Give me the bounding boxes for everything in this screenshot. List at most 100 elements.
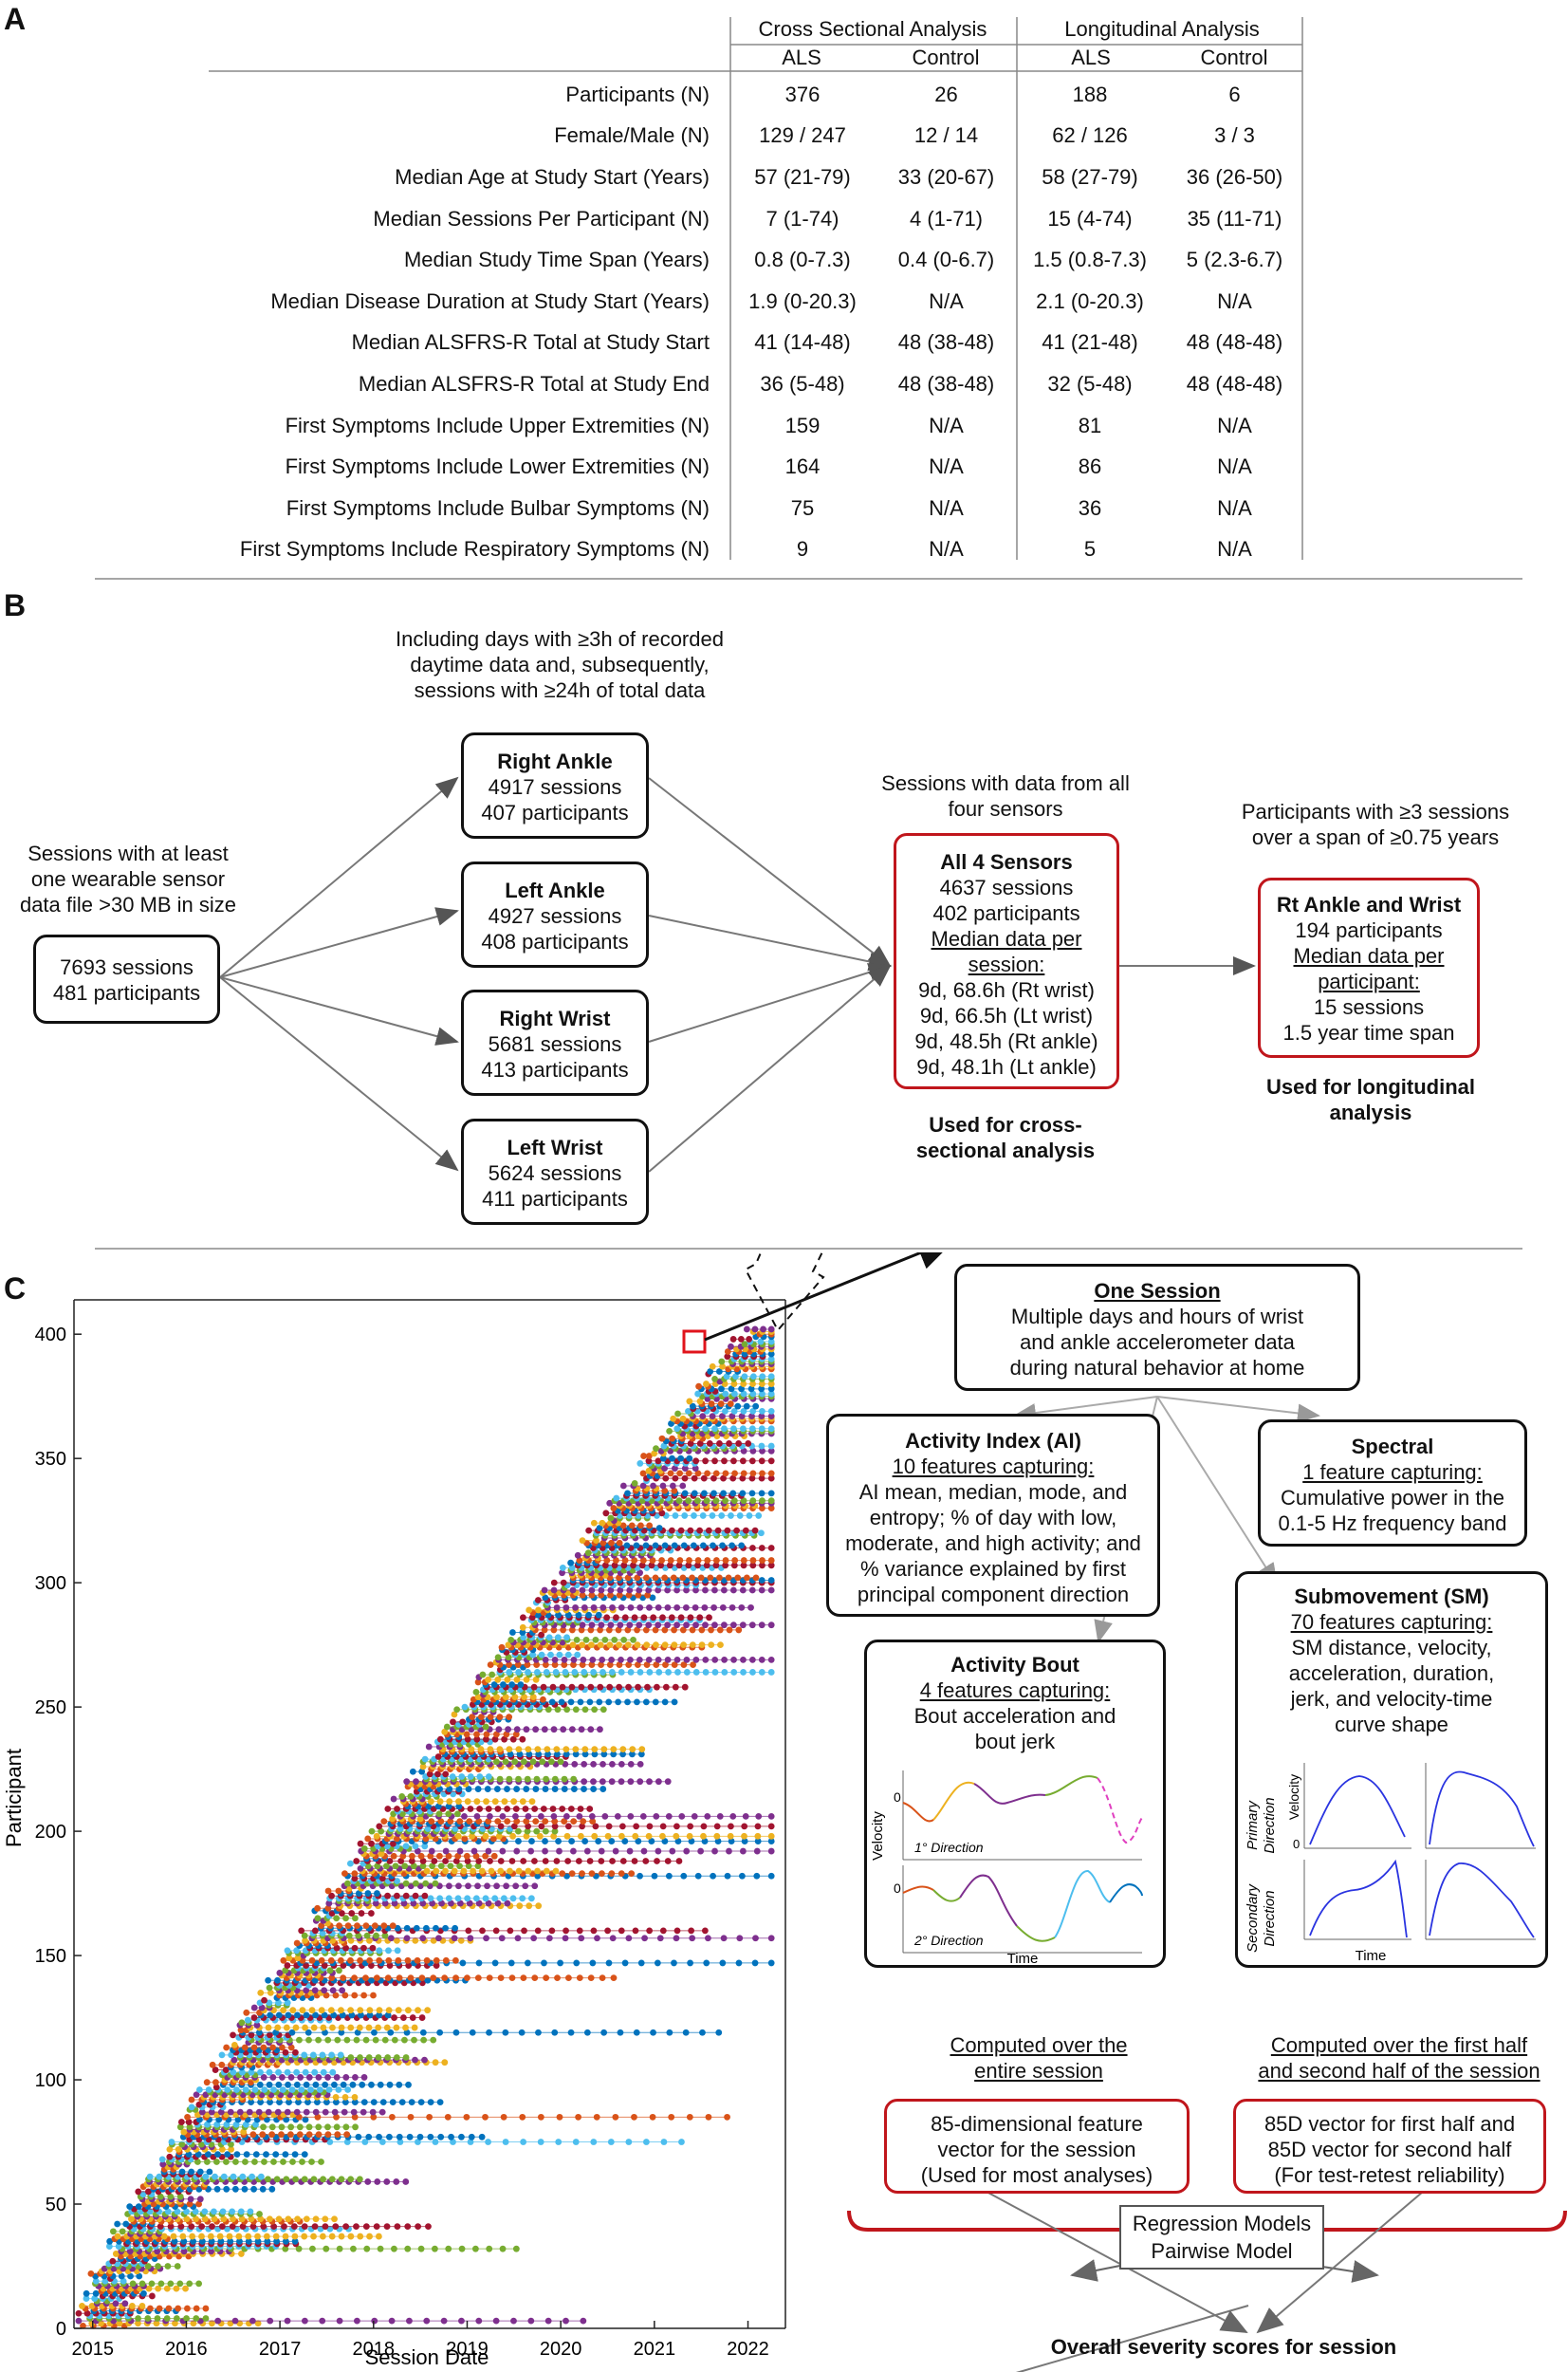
- session-point: [411, 2036, 417, 2044]
- sm-row2: Direction: [1262, 1890, 1278, 1946]
- session-point: [217, 2237, 225, 2245]
- session-point: [376, 2133, 382, 2140]
- session-point: [186, 2200, 194, 2208]
- session-point: [701, 1927, 709, 1935]
- session-point: [265, 1976, 272, 1984]
- models-box: Regression Models Pairwise Model: [1119, 2205, 1324, 2270]
- session-point: [341, 2099, 349, 2106]
- session-point: [389, 1922, 397, 1930]
- session-point: [347, 2007, 354, 2014]
- session-point: [312, 2081, 320, 2088]
- session-point: [231, 2041, 238, 2048]
- long-use-caption: Used for longitudinal analysis: [1233, 1074, 1508, 1125]
- session-point: [329, 2024, 336, 2031]
- submovement-plots: Primary Direction Secondary Direction Ve…: [1245, 1763, 1536, 1964]
- session-point: [318, 1922, 325, 1930]
- session-point: [291, 2233, 299, 2240]
- session-point: [463, 2113, 470, 2121]
- row-label: First Symptoms Include Respiratory Sympt…: [239, 537, 710, 562]
- session-point: [650, 2029, 656, 2036]
- session-point: [610, 1974, 618, 1982]
- session-point: [369, 1944, 377, 1952]
- session-point: [188, 2168, 195, 2176]
- session-point: [578, 1935, 585, 1942]
- session-point: [751, 1959, 759, 1967]
- session-point: [151, 2255, 158, 2263]
- session-point: [688, 1927, 695, 1935]
- session-point: [519, 2113, 526, 2121]
- session-point: [355, 1932, 362, 1939]
- session-point: [257, 2215, 265, 2223]
- session-point: [112, 2300, 120, 2307]
- session-point: [83, 2309, 91, 2317]
- session-point: [205, 2136, 212, 2143]
- session-point: [195, 2086, 203, 2093]
- session-point: [338, 2176, 345, 2183]
- session-point: [319, 2233, 326, 2240]
- session-point: [736, 1935, 744, 1942]
- session-point: [265, 2176, 271, 2183]
- session-point: [264, 2116, 270, 2123]
- session-point: [452, 1924, 459, 1932]
- session-point: [311, 1976, 319, 1984]
- session-point: [572, 2139, 580, 2145]
- session-point: [263, 2233, 270, 2240]
- session-point: [429, 1899, 436, 1907]
- session-point: [272, 2029, 280, 2036]
- session-point: [144, 2315, 152, 2322]
- cell-value: 6: [1228, 82, 1241, 106]
- session-point: [341, 2108, 348, 2116]
- session-point: [299, 2159, 305, 2165]
- session-point: [507, 1927, 514, 1935]
- session-point: [358, 1910, 365, 1917]
- session-point: [329, 1987, 337, 1994]
- cell-value: 86: [1078, 454, 1102, 479]
- session-point: [418, 1974, 426, 1982]
- session-point: [609, 1935, 617, 1942]
- session-point: [303, 2081, 310, 2088]
- session-point: [274, 2108, 282, 2116]
- session-point: [115, 2243, 122, 2250]
- cell-value: 35 (11-71): [1187, 206, 1282, 231]
- session-point: [261, 2086, 268, 2093]
- session-point: [325, 1899, 333, 1907]
- session-point: [302, 2024, 308, 2031]
- session-point: [331, 2108, 339, 2116]
- session-point: [322, 2223, 329, 2230]
- session-point: [471, 2245, 479, 2252]
- session-point: [352, 2074, 359, 2081]
- session-point: [341, 2093, 349, 2101]
- table-row: Median Disease Duration at Study Start (…: [95, 281, 1307, 323]
- session-point: [301, 2317, 308, 2325]
- session-point: [284, 1999, 291, 2007]
- row-label: Median Sessions Per Participant (N): [373, 206, 710, 231]
- session-point: [92, 2289, 100, 2297]
- session-point: [424, 2007, 432, 2014]
- session-point: [431, 2245, 438, 2252]
- session-point: [324, 2074, 331, 2081]
- session-point: [201, 2215, 209, 2223]
- final-caption: Overall severity scores for session: [1050, 2335, 1397, 2359]
- start-sessions: 7693 sessions: [60, 955, 194, 979]
- session-point: [587, 1974, 595, 1982]
- session-point: [331, 2215, 338, 2223]
- session-point: [368, 1976, 375, 1984]
- session-point: [230, 2215, 236, 2223]
- session-point: [301, 2151, 308, 2159]
- all4-box: All 4 Sensors 4637 sessions 402 particip…: [894, 833, 1119, 1089]
- session-point: [314, 2113, 322, 2121]
- session-point: [295, 2245, 303, 2252]
- session-point: [186, 2123, 194, 2131]
- session-point: [286, 2099, 292, 2106]
- session-point: [224, 2225, 231, 2233]
- session-point: [337, 1956, 344, 1964]
- session-point: [364, 2178, 372, 2185]
- cell-value: 129 / 247: [759, 123, 846, 148]
- session-point: [348, 2011, 356, 2019]
- session-point: [178, 2168, 186, 2176]
- session-point: [415, 2223, 422, 2230]
- table-row: First Symptoms Include Upper Extremities…: [95, 405, 1307, 447]
- session-point: [232, 2121, 240, 2128]
- session-point: [109, 2257, 117, 2265]
- session-point: [251, 2159, 258, 2165]
